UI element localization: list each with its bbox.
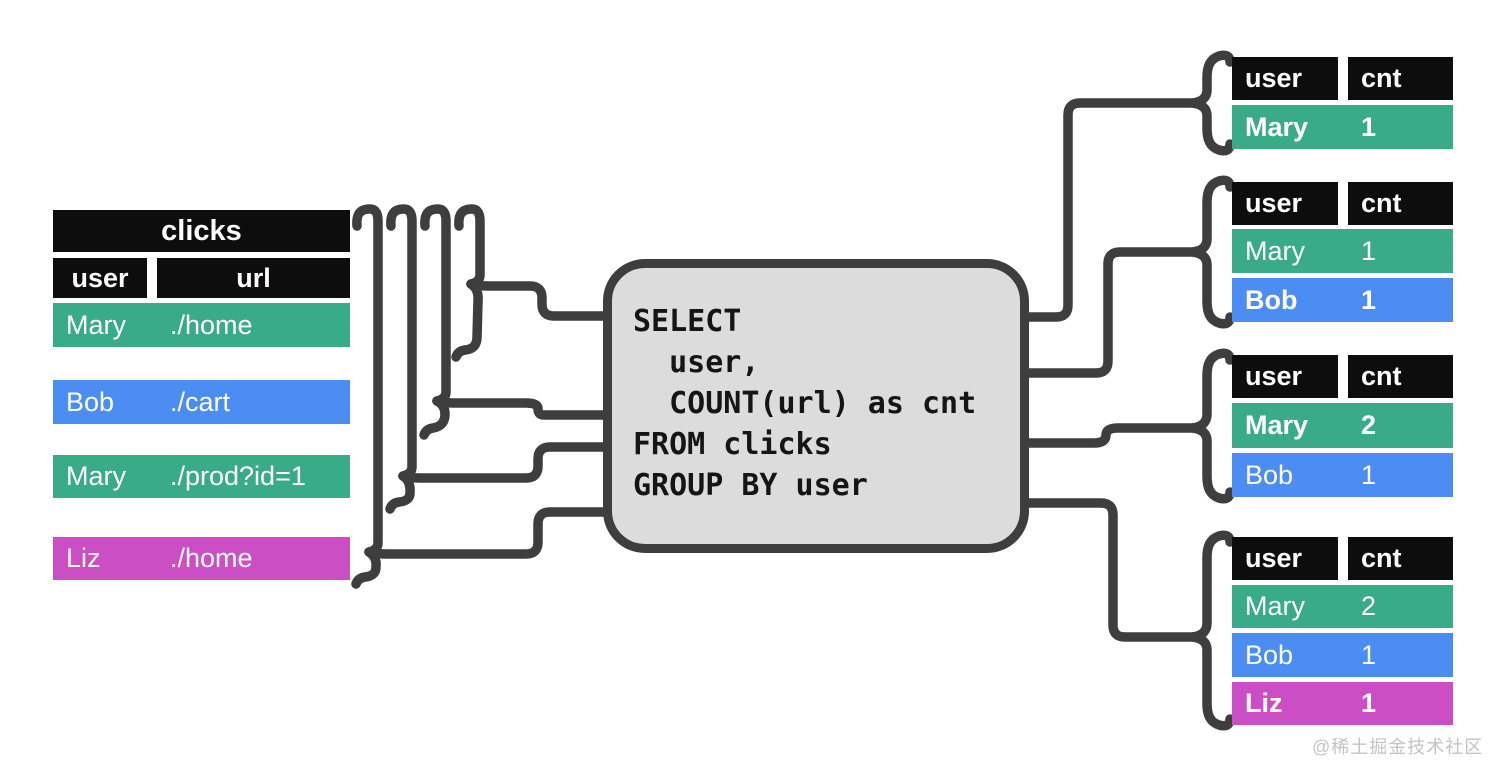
result-2-header-user: user: [1232, 182, 1338, 225]
left-brace-3-tail: [385, 471, 415, 514]
clicks-row-3-user: Mary: [66, 461, 126, 491]
sql-code-line: COUNT(url) as cnt: [633, 386, 977, 421]
result-4-header-cnt: cnt: [1348, 537, 1453, 580]
result-1-row-1: Mary 1: [1232, 105, 1453, 149]
result-table-2: user cnt Mary 1 Bob 1: [1232, 182, 1453, 323]
clicks-row-4: Liz ./home: [53, 537, 350, 580]
sql-code-line: GROUP BY user: [633, 468, 868, 503]
result-4-header: user cnt: [1232, 537, 1453, 580]
left-brace-4-tail: [351, 547, 381, 589]
clicks-header-user: user: [53, 258, 147, 298]
result-2-header-cnt: cnt: [1348, 182, 1453, 225]
clicks-row-2-user: Bob: [66, 386, 115, 417]
left-wire-4: [364, 507, 617, 559]
sql-code-line: FROM clicks: [633, 427, 832, 462]
right-brace-2: [1188, 175, 1235, 329]
clicks-row-3-url: ./prod?id=1: [170, 461, 306, 491]
left-brace-4-stem: [352, 204, 383, 557]
right-wire-1: [1015, 98, 1201, 322]
result-1-header-cnt: cnt: [1348, 57, 1453, 100]
result-2-header: user cnt: [1232, 182, 1453, 225]
left-wire-3: [398, 442, 617, 483]
result-table-1: user cnt Mary 1: [1232, 57, 1453, 150]
result-4-row-2-cnt: 1: [1361, 639, 1377, 670]
result-4-row-3: Liz 1: [1232, 682, 1453, 725]
result-2-row-2: Bob 1: [1232, 278, 1453, 322]
clicks-row-1-user: Mary: [66, 309, 126, 340]
clicks-row-1: Mary ./home: [53, 303, 350, 347]
result-1-header-user: user: [1232, 57, 1338, 100]
result-4-header-user: user: [1232, 537, 1338, 580]
clicks-row-1-url: ./home: [170, 309, 253, 340]
result-3-row-2-user: Bob: [1245, 459, 1294, 490]
clicks-table: clicks user url Mary ./home Bob ./cart M…: [53, 210, 350, 580]
clicks-row-4-url: ./home: [170, 543, 253, 573]
result-1-row-1-cnt: 1: [1361, 111, 1377, 142]
left-brace-3-stem: [386, 204, 417, 481]
result-3-row-1-cnt: 2: [1361, 410, 1377, 440]
right-wire-3: [1015, 423, 1201, 448]
result-2-row-1: Mary 1: [1232, 229, 1453, 273]
sql-code-line: user,: [633, 345, 760, 380]
result-3-header-user: user: [1232, 355, 1338, 398]
result-4-row-2: Bob 1: [1232, 633, 1453, 677]
sql-code: SELECT user, COUNT(url) as cnt FROM clic…: [633, 301, 976, 506]
result-4-row-3-user: Liz: [1245, 688, 1283, 718]
sql-code-line: SELECT: [633, 304, 742, 339]
sql-query-box: SELECT user, COUNT(url) as cnt FROM clic…: [603, 259, 1029, 553]
result-4-row-2-user: Bob: [1245, 639, 1294, 670]
clicks-table-title: clicks: [53, 210, 350, 252]
result-3-header: user cnt: [1232, 355, 1453, 398]
result-table-4: user cnt Mary 2 Bob 1 Liz 1: [1232, 537, 1453, 725]
result-2-row-1-cnt: 1: [1361, 235, 1377, 266]
right-wire-4: [1015, 498, 1201, 642]
result-4-row-3-cnt: 1: [1361, 688, 1377, 718]
result-table-3: user cnt Mary 2 Bob 1: [1232, 355, 1453, 497]
result-3-row-1-user: Mary: [1245, 410, 1309, 440]
clicks-header-url: url: [157, 258, 350, 298]
right-brace-4: [1188, 530, 1235, 731]
clicks-header-row: user url: [53, 258, 350, 298]
result-3-header-cnt: cnt: [1348, 355, 1453, 398]
result-1-row-1-user: Mary: [1245, 111, 1309, 142]
result-3-row-2-cnt: 1: [1361, 459, 1377, 490]
result-4-row-1-user: Mary: [1245, 591, 1305, 621]
clicks-row-2: Bob ./cart: [53, 380, 350, 424]
left-wire-1: [466, 279, 617, 321]
clicks-row-3: Mary ./prod?id=1: [53, 455, 350, 498]
right-wire-2: [1015, 247, 1201, 378]
result-3-row-2: Bob 1: [1232, 453, 1453, 497]
result-4-row-1-cnt: 2: [1361, 591, 1377, 621]
left-brace-1-tail: [451, 279, 483, 362]
result-4-row-1: Mary 2: [1232, 585, 1453, 628]
left-brace-1-stem: [454, 204, 485, 289]
left-brace-2-stem: [420, 204, 451, 406]
right-brace-3: [1188, 348, 1235, 504]
result-2-row-2-cnt: 1: [1361, 284, 1377, 315]
right-brace-1: [1188, 50, 1235, 156]
result-2-row-2-user: Bob: [1245, 284, 1298, 315]
result-1-header: user cnt: [1232, 57, 1453, 100]
left-wire-2: [432, 396, 617, 420]
watermark: @稀土掘金技术社区: [1312, 737, 1484, 757]
clicks-row-4-user: Liz: [66, 543, 101, 573]
result-3-row-1: Mary 2: [1232, 403, 1453, 448]
result-2-row-1-user: Mary: [1245, 235, 1305, 266]
clicks-row-2-url: ./cart: [170, 386, 231, 417]
